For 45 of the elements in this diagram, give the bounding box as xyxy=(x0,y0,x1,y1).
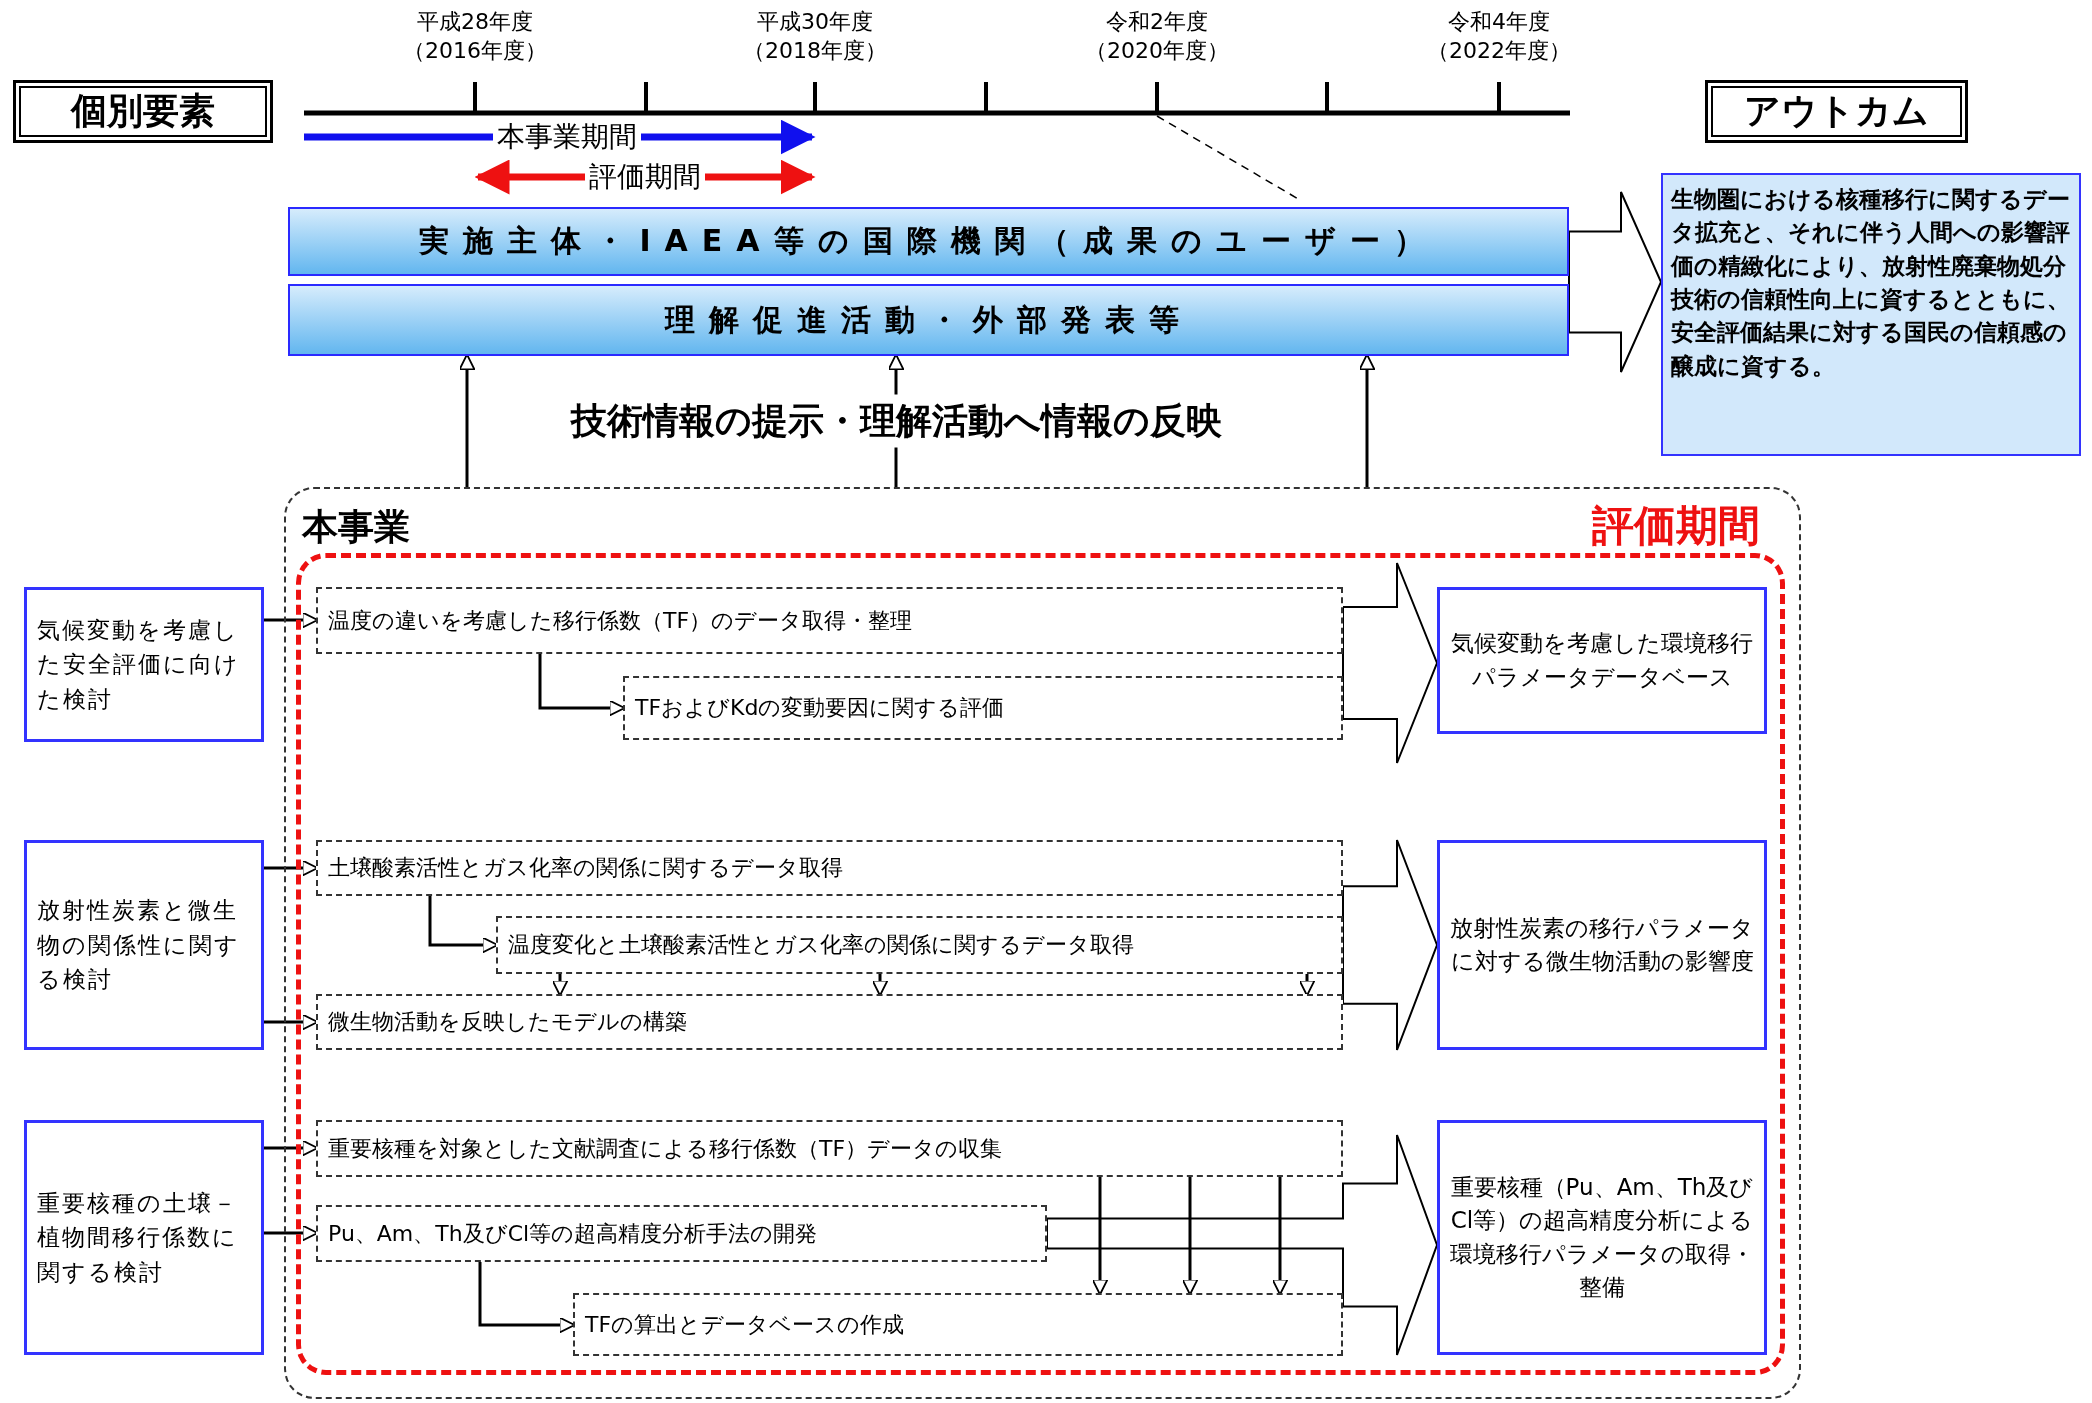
block-arrow xyxy=(1342,562,1439,764)
arrow xyxy=(264,1013,319,1031)
block-arrow xyxy=(1342,839,1439,1051)
task-box: Pu、Am、Th及びCl等の超高精度分析手法の開発 xyxy=(316,1205,1047,1262)
arrow xyxy=(1091,1177,1109,1296)
result-box: 放射性炭素の移行パラメータに対する微生物活動の影響度 xyxy=(1437,840,1767,1050)
arrow xyxy=(871,974,889,997)
arrow xyxy=(1358,353,1376,487)
topic-box: 重要核種の土壌－植物間移行係数に関する検討 xyxy=(24,1120,264,1355)
task-box: 温度の違いを考慮した移行係数（TF）のデータ取得・整理 xyxy=(316,587,1343,654)
banner-bar: 実施主体・IAEA等の国際機関（成果のユーザー） xyxy=(288,207,1569,276)
arrow xyxy=(538,654,626,717)
task-box: TFの算出とデータベースの作成 xyxy=(573,1293,1343,1356)
arrow xyxy=(264,1139,319,1157)
frame-title: 評価期間 xyxy=(1592,500,1760,552)
arrow xyxy=(458,353,476,487)
arrow xyxy=(551,974,569,997)
arrow xyxy=(1298,974,1316,997)
task-box: TFおよびKdの変動要因に関する評価 xyxy=(623,676,1343,740)
year-label: 平成28年度（2016年度） xyxy=(402,8,548,65)
block-arrow xyxy=(1046,1134,1439,1356)
year-label: 平成30年度（2018年度） xyxy=(742,8,888,65)
arrow xyxy=(478,1262,576,1334)
banner-bar: 理解促進活動・外部発表等 xyxy=(288,284,1569,356)
task-box: 温度変化と土壌酸素活性とガス化率の関係に関するデータ取得 xyxy=(496,916,1343,974)
topic-box: 放射性炭素と微生物の関係性に関する検討 xyxy=(24,840,264,1050)
outcome-box: 生物圏における核種移行に関するデータ拡充と、それに伴う人間への影響評価の精緻化により、放射性廃棄物処分技術の信頼性向上に資するとともに、安全評価結果に対する国民の信頼感の醸成に資する。 xyxy=(1661,173,2081,456)
arrow xyxy=(1181,1177,1199,1296)
year-label: 令和2年度（2020年度） xyxy=(1084,8,1230,65)
topic-box: 気候変動を考慮した安全評価に向けた検討 xyxy=(24,587,264,742)
block-arrow xyxy=(1568,191,1663,373)
heading-box: アウトカム xyxy=(1705,80,1968,143)
heading-box: 個別要素 xyxy=(13,80,273,143)
result-box: 重要核種（Pu、Am、Th及びCl等）の超高精度分析による環境移行パラメータの取得・整備 xyxy=(1437,1120,1767,1355)
arrow xyxy=(264,611,319,629)
frame-title: 本事業 xyxy=(302,505,410,549)
arrow xyxy=(428,896,499,954)
task-box: 微生物活動を反映したモデルの構築 xyxy=(316,994,1343,1050)
result-box: 気候変動を考慮した環境移行パラメータデータベース xyxy=(1437,587,1767,734)
task-box: 重要核種を対象とした文献調査による移行係数（TF）データの収集 xyxy=(316,1120,1343,1177)
arrow xyxy=(1271,1177,1289,1296)
year-label: 令和4年度（2022年度） xyxy=(1426,8,1572,65)
arrow xyxy=(264,859,319,877)
arrow xyxy=(264,1224,319,1242)
task-box: 土壌酸素活性とガス化率の関係に関するデータ取得 xyxy=(316,840,1343,896)
